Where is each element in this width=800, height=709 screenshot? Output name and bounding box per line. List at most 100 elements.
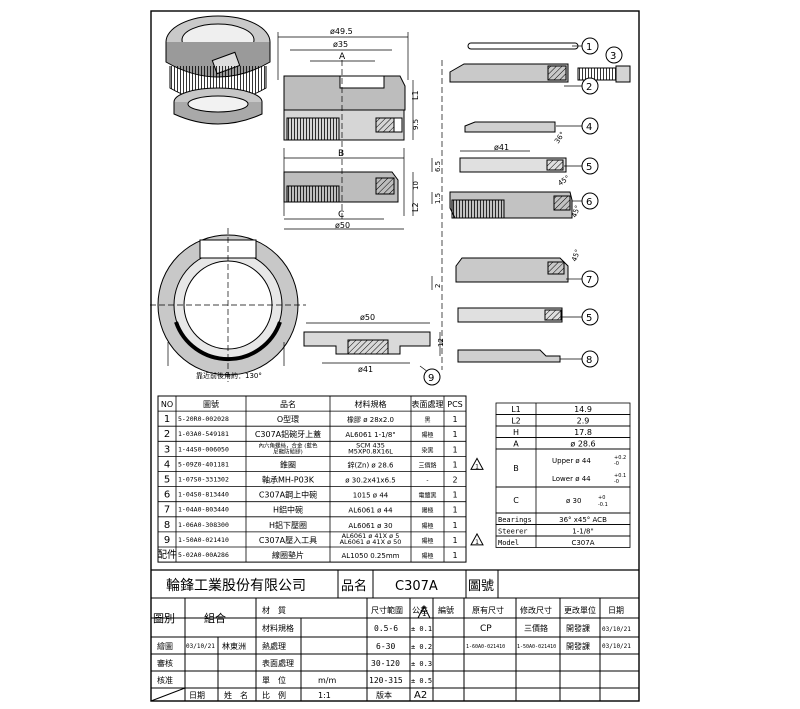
tb-scale-value: 1:1	[318, 691, 331, 700]
spec-c-value: ø 30	[566, 497, 581, 505]
tol-range-2: 6-30	[376, 642, 395, 651]
tb-unit: 單 位	[262, 675, 286, 685]
tb-date-col: 日期	[189, 691, 205, 700]
bom-header-0: NO	[161, 400, 173, 409]
spec-value-model: C307A	[571, 539, 594, 547]
revision-warning-icon	[470, 457, 484, 470]
revision-warning-icon	[470, 532, 484, 546]
bom-row-pcs: 1	[452, 430, 457, 439]
tb-material-spec: 材料規格	[262, 623, 294, 633]
rev-2-mod: 1-50A0-021410	[517, 644, 556, 650]
bom-row-code: 1-03A0-549181	[178, 430, 229, 438]
bom-header-3: 材料規格	[355, 399, 387, 409]
bom-row-name: 內六角螺絲，合金 (藍色	[259, 441, 318, 449]
bom-row-name: 錐圈	[280, 459, 296, 469]
bom-row-code: 5-02A0-00A286	[178, 551, 229, 559]
callout-2: 2	[586, 82, 592, 93]
bom-row-pcs: 1	[452, 521, 457, 530]
tb-surface: 表面處理	[262, 658, 294, 668]
sheet-border	[150, 10, 640, 702]
tb-category: 圖別	[153, 612, 175, 625]
spec-value-A: ø 28.6	[570, 440, 595, 449]
bom-row-no: 2	[164, 429, 170, 440]
bom-row-no: 8	[164, 520, 170, 531]
dim-l2: L2	[411, 202, 420, 212]
dim-angle-45-a: 45°	[557, 174, 572, 188]
callout-1: 1	[586, 42, 592, 53]
callout-8: 8	[586, 355, 592, 366]
rev-2-date: 03/10/21	[602, 643, 631, 650]
bom-row-code: 5-20R0-002028	[178, 415, 229, 423]
tb-orig: 原有尺寸	[472, 605, 504, 615]
spec-label-L1: L1	[511, 405, 521, 414]
bom-row-no: 4	[164, 459, 170, 470]
callout-9: 9	[428, 373, 434, 384]
bom-row-pcs: 1	[452, 415, 457, 424]
dimension-lines	[277, 32, 414, 230]
bom-row-spec: 橡膠 ø 28x2.0	[347, 415, 394, 424]
bom-row-no: 5	[164, 475, 170, 486]
spec-c-tol-bot: -0.1	[598, 502, 608, 508]
spec-b-lower-tol-bot: -0	[614, 479, 619, 485]
dim-10: 10	[412, 181, 420, 190]
bom-row-name: C307A鋁碗牙上蓋	[255, 429, 321, 439]
spec-b-upper: Upper ø 44	[552, 457, 591, 465]
dim-d49-5: ø49.5	[330, 27, 353, 36]
tb-tol: 公差	[412, 605, 428, 615]
bom-row-surface: 染黑	[421, 446, 433, 454]
bom-row-spec-2: M5XP0.8X16L	[348, 447, 393, 455]
bom-row-pcs: 2	[452, 476, 457, 485]
bom-row-pcs: 1	[452, 445, 457, 454]
callout-6: 6	[586, 197, 592, 208]
bom-row-code: 5-09Z0-401181	[178, 460, 229, 468]
bom-row-no: 配件	[157, 549, 177, 561]
revision-warning-mark: 1	[475, 463, 479, 470]
spec-c-tol-top: +0	[598, 495, 605, 501]
rev-1-mod: 三價鉻	[524, 623, 548, 633]
dim-b: B	[338, 149, 344, 159]
bom-row-no: 3	[164, 444, 170, 455]
bom-row-code: 1-04S0-813440	[178, 491, 229, 499]
bom-row-name: 線圈墊片	[272, 550, 304, 560]
bom-header-2: 品名	[280, 399, 296, 409]
tol-value-3: ± 0.3	[411, 660, 432, 668]
spec-b-lower: Lower ø 44	[552, 475, 591, 483]
bom-row-spec: 鋅(Zn) ø 28.6	[347, 460, 394, 469]
tb-dept: 更改單位	[564, 605, 596, 615]
bom-row-code: 1-06A0-308300	[178, 521, 229, 529]
dim-angle-45-b: 45°	[570, 204, 582, 218]
bom-row-name-2: 尼龍防鬆膠)	[273, 447, 303, 455]
company-name: 輪鋒工業股份有限公司	[166, 577, 306, 594]
dim-d41-a: ø41	[494, 143, 509, 152]
callout-5-upper: 5	[586, 162, 592, 173]
bom-row-spec: ø 30.2x41x6.5	[345, 477, 395, 485]
bom-row-surface: 陽極	[421, 431, 433, 439]
rev-1-date: 03/10/21	[602, 626, 631, 633]
tb-check: 審核	[157, 658, 173, 668]
bom-row-spec: AL6061 ø 30	[348, 522, 392, 530]
callout-5-lower: 5	[586, 313, 592, 324]
rev-1-orig: CP	[480, 624, 492, 634]
bom-row-name: H鋁中碗	[273, 505, 303, 515]
bom-row-surface: 陽極	[421, 552, 433, 560]
bom-row-no: 1	[164, 414, 170, 425]
bom-row-code: 1-44S0-006050	[178, 445, 229, 453]
dim-a: A	[339, 52, 346, 62]
tb-heat: 熱處理	[262, 641, 286, 651]
callout-balloons	[419, 37, 623, 386]
bom-row-surface: 電鍍黑	[418, 492, 436, 500]
callout-7: 7	[586, 275, 592, 286]
bom-row-name: O型環	[277, 415, 299, 424]
bom-row-code: 1-50A0-021410	[178, 536, 229, 544]
dim-angle-36: 36°	[553, 130, 567, 145]
spec-label-b: B	[513, 464, 519, 473]
plan-view	[150, 228, 306, 382]
tol-value-4: ± 0.5	[411, 677, 432, 685]
spec-label-bearings: Bearings	[498, 516, 532, 524]
bom-row-spec: AL6061 ø 41X ø 5	[342, 532, 400, 540]
spec-value-H: 17.8	[574, 428, 592, 437]
revision-warning-mark: 1	[475, 539, 479, 546]
plan-view-note: 靠近前後角約：130°	[196, 371, 262, 380]
